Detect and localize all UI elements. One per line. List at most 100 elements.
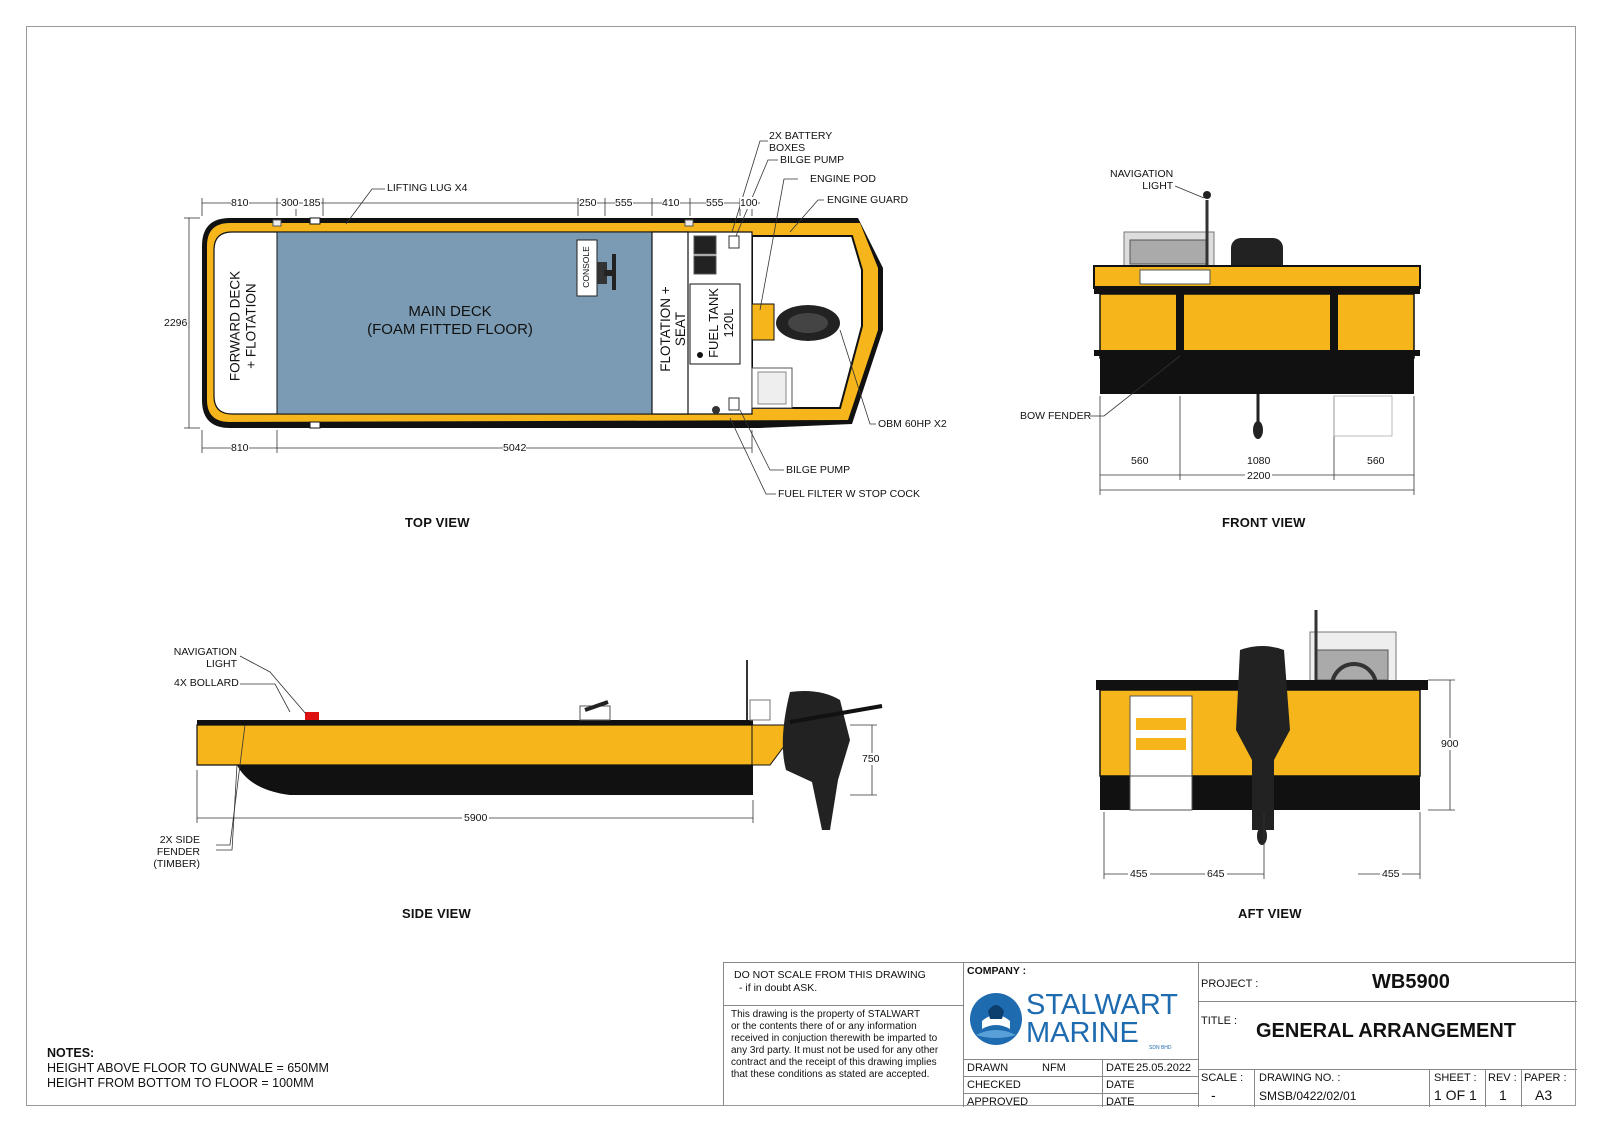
tb-divider	[1198, 963, 1199, 1107]
front-dim-1080: 1080	[1245, 455, 1273, 467]
notice-line: or the contents there of or any informat…	[731, 1021, 917, 1032]
date-label: DATE	[1106, 1079, 1135, 1091]
side-view-label: SIDE VIEW	[402, 906, 471, 921]
side-nav-line1: NAVIGATION	[173, 646, 237, 658]
side-nav-line2: LIGHT	[206, 658, 237, 670]
property-notice: This drawing is the property of STALWART…	[731, 1009, 938, 1081]
tb-divider	[1254, 1069, 1255, 1107]
tb-divider	[1198, 1069, 1577, 1070]
notes-heading: NOTES:	[47, 1046, 95, 1060]
fuel-tank-line1: FUEL TANK	[706, 288, 721, 358]
top-view	[184, 140, 883, 495]
company-name-line1: STALWART	[1026, 989, 1178, 1021]
side-fender-line1: 2X SIDE FENDER	[156, 834, 200, 858]
title-block: DO NOT SCALE FROM THIS DRAWING - if in d…	[723, 962, 1577, 1108]
aft-dim-900: 900	[1441, 738, 1459, 750]
sheet-border	[26, 26, 1576, 1106]
disclaimer-line1: DO NOT SCALE FROM THIS DRAWING	[734, 969, 926, 981]
fuel-tank-label: FUEL TANK 120L	[706, 283, 736, 363]
project-label: PROJECT :	[1201, 978, 1259, 990]
battery-line2: BOXES	[769, 142, 806, 154]
title-label: TITLE :	[1201, 1015, 1238, 1027]
forward-deck-line2: + FLOTATION	[243, 283, 259, 369]
side-nav-light-callout: NAVIGATION LIGHT	[165, 646, 237, 670]
bollard-callout: 4X BOLLARD	[174, 677, 239, 689]
date-drawn: 25.05.2022	[1136, 1062, 1192, 1074]
tb-divider	[1485, 1069, 1486, 1107]
notice-line: contract and the receipt of this drawing…	[731, 1057, 937, 1068]
aft-view	[1096, 610, 1455, 879]
dim-bottom-810: 810	[231, 442, 249, 454]
tb-divider	[1102, 1059, 1103, 1107]
fuel-tank-line2: 120L	[721, 308, 736, 338]
tb-divider	[724, 1005, 963, 1006]
front-nav-line2: LIGHT	[1142, 180, 1174, 192]
main-deck-line1: MAIN DECK	[408, 303, 492, 320]
aft-view-label: AFT VIEW	[1238, 906, 1302, 921]
side-view	[196, 655, 883, 851]
notice-line: This drawing is the property of STALWART	[731, 1009, 921, 1020]
notes-line-1: HEIGHT ABOVE FLOOR TO GUNWALE = 650MM	[47, 1061, 329, 1075]
company-name-line2: MARINE	[1026, 1017, 1139, 1049]
forward-deck-label: FORWARD DECK + FLOTATION	[228, 249, 260, 404]
front-dim-560b: 560	[1365, 455, 1387, 467]
dim-top-185: 185	[303, 197, 321, 209]
tb-divider	[963, 963, 964, 1107]
console-label: CONSOLE	[581, 246, 591, 288]
front-view-label: FRONT VIEW	[1222, 515, 1306, 530]
lifting-lug-callout: LIFTING LUG X4	[387, 182, 468, 194]
engine-pod-callout: ENGINE POD	[810, 173, 876, 185]
dim-top-300: 300	[281, 197, 299, 209]
obm-callout: OBM 60HP X2	[878, 418, 947, 430]
dim-bottom-5042: 5042	[503, 442, 527, 454]
front-nav-line1: NAVIGATION	[1110, 168, 1174, 180]
top-view-label: TOP VIEW	[405, 515, 470, 530]
front-dim-2200: 2200	[1245, 470, 1273, 482]
dim-top-810: 810	[231, 197, 249, 209]
bilge-pump-bottom-callout: BILGE PUMP	[786, 464, 851, 476]
drawing-no-value: SMSB/0422/02/01	[1259, 1089, 1357, 1103]
side-fender-line2: (TIMBER)	[153, 858, 200, 870]
tb-divider	[1198, 1001, 1577, 1002]
tb-divider	[963, 1093, 1198, 1094]
dim-top-410: 410	[662, 197, 680, 209]
main-deck-label: MAIN DECK (FOAM FITTED FLOOR)	[340, 303, 560, 339]
drawn-by: NFM	[1042, 1062, 1066, 1074]
notice-line: any 3rd party. It must not be used for a…	[731, 1045, 939, 1056]
front-view	[1090, 185, 1421, 495]
flotation-seat-label: FLOTATION + SEAT	[658, 286, 688, 372]
dim-beam-2296: 2296	[164, 317, 188, 329]
side-dim-750: 750	[862, 753, 880, 765]
checked-label: CHECKED	[967, 1079, 1021, 1091]
engine-guard-callout: ENGINE GUARD	[827, 194, 909, 206]
tb-divider	[963, 1076, 1198, 1077]
notice-line: received in conjuction therewith be impa…	[731, 1033, 938, 1044]
disclaimer-line2: - if in doubt ASK.	[739, 981, 818, 994]
company-label: COMPANY :	[967, 965, 1027, 977]
battery-boxes-callout: 2X BATTERY BOXES	[769, 130, 832, 154]
tb-divider	[963, 1059, 1198, 1060]
dim-top-250: 250	[579, 197, 597, 209]
paper-value: A3	[1535, 1087, 1553, 1103]
front-nav-light-callout: NAVIGATION LIGHT	[1110, 168, 1173, 192]
title-value: GENERAL ARRANGEMENT	[1256, 1020, 1517, 1042]
company-small: SDN BHD	[1149, 1045, 1172, 1051]
date-label: DATE	[1106, 1096, 1135, 1108]
rev-label: REV :	[1488, 1072, 1517, 1084]
paper-label: PAPER :	[1524, 1072, 1567, 1084]
company-name: STALWART MARINE	[1026, 989, 1178, 1049]
drawn-label: DRAWN	[967, 1062, 1009, 1074]
rev-value: 1	[1499, 1087, 1507, 1103]
date-label: DATE	[1106, 1062, 1135, 1074]
company-logo-icon	[968, 991, 1024, 1047]
side-fender-callout: 2X SIDE FENDER (TIMBER)	[120, 834, 200, 870]
scale-value: -	[1211, 1087, 1216, 1103]
tb-divider	[1521, 1069, 1522, 1107]
drawing-no-label: DRAWING NO. :	[1259, 1072, 1341, 1084]
dim-top-100: 100	[740, 197, 758, 209]
side-dim-5900: 5900	[462, 812, 490, 824]
dim-top-555a: 555	[615, 197, 633, 209]
battery-line1: 2X BATTERY	[769, 130, 833, 142]
